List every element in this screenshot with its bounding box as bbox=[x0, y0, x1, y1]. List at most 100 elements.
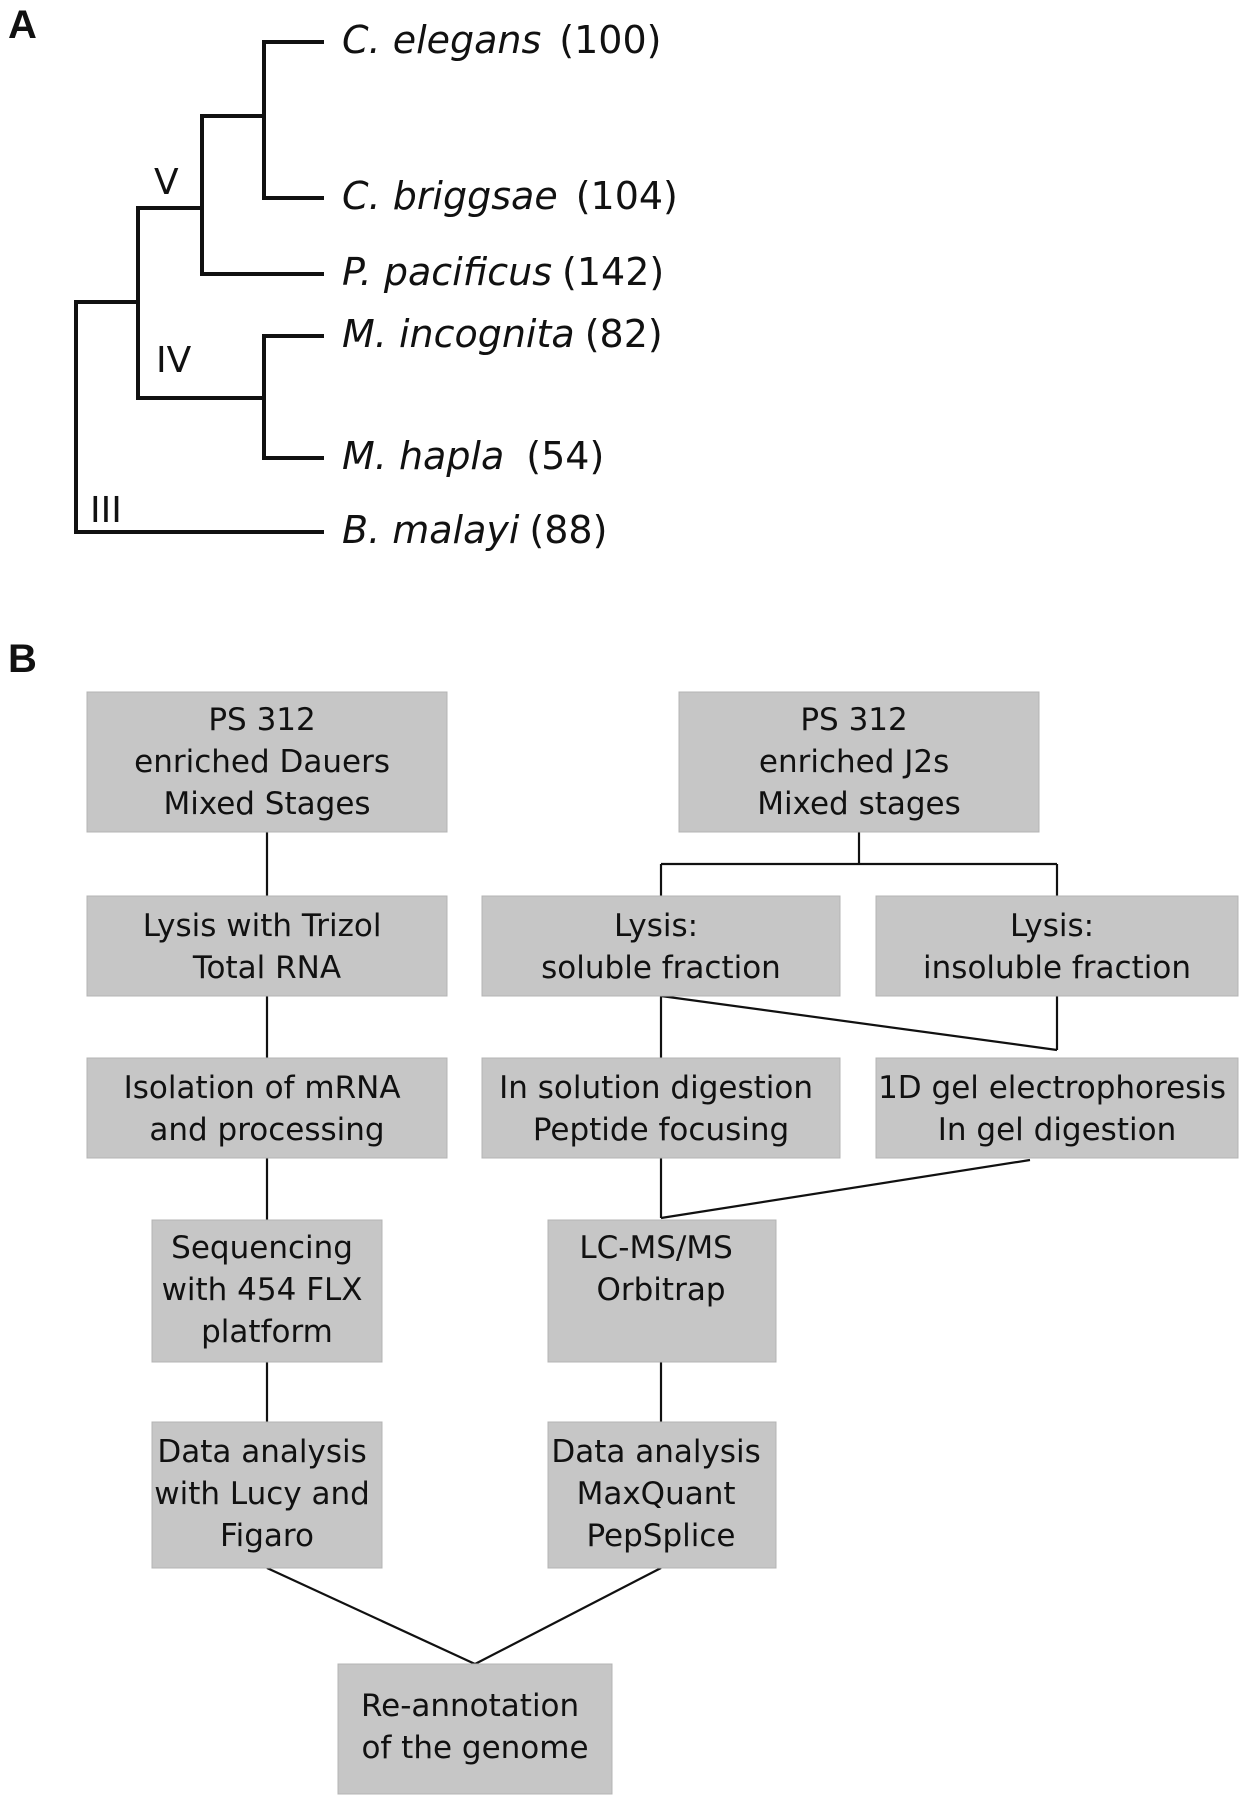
box-line: Peptide focusing bbox=[533, 1112, 789, 1148]
box-lysis-trizol: Lysis with Trizol Total RNA bbox=[86, 895, 448, 997]
box-rect bbox=[481, 1057, 841, 1159]
box-line: soluble fraction bbox=[541, 950, 781, 986]
box-rect bbox=[875, 1057, 1239, 1159]
box-line: enriched J2s bbox=[759, 744, 949, 780]
box-rect bbox=[337, 1663, 613, 1795]
box-text: PS 312 enriched Dauers Mixed Stages bbox=[134, 702, 400, 822]
box-line: Total RNA bbox=[192, 950, 341, 986]
box-ps312-dauers: PS 312 enriched Dauers Mixed Stages bbox=[86, 691, 448, 833]
box-line: Orbitrap bbox=[596, 1272, 725, 1308]
taxon-label: M. hapla (54) bbox=[342, 434, 604, 478]
clade-label: III bbox=[90, 490, 122, 531]
box-lysis-soluble: Lysis: soluble fraction bbox=[481, 895, 841, 997]
box-line: PS 312 bbox=[208, 702, 315, 738]
box-line: with Lucy and bbox=[154, 1476, 370, 1512]
box-text: LC-MS/MS Orbitrap bbox=[579, 1230, 742, 1308]
box-line: platform bbox=[201, 1314, 333, 1350]
box-line: Figaro bbox=[220, 1518, 314, 1554]
taxon-name: C. briggsae bbox=[342, 174, 558, 218]
phylogenetic-tree bbox=[74, 40, 324, 534]
taxon-name: B. malayi bbox=[342, 508, 520, 552]
box-data-analysis-maxquant: Data analysis MaxQuant PepSplice bbox=[547, 1421, 777, 1569]
box-rect bbox=[86, 691, 448, 833]
box-rect bbox=[678, 691, 1040, 833]
box-line: In gel digestion bbox=[938, 1112, 1176, 1148]
box-text: 1D gel electrophoresis In gel digestion bbox=[878, 1070, 1236, 1148]
box-line: and processing bbox=[149, 1112, 384, 1148]
box-rect bbox=[86, 895, 448, 997]
box-lysis-insoluble: Lysis: insoluble fraction bbox=[875, 895, 1239, 997]
box-text: Data analysis MaxQuant PepSplice bbox=[551, 1434, 770, 1554]
box-rect bbox=[875, 895, 1239, 997]
box-rect bbox=[481, 895, 841, 997]
box-text: Data analysis with Lucy and Figaro bbox=[154, 1434, 379, 1554]
box-line: Mixed Stages bbox=[163, 786, 370, 822]
taxon-count: (100) bbox=[559, 18, 661, 62]
taxon-name: C. elegans bbox=[342, 18, 541, 62]
box-line: with 454 FLX bbox=[162, 1272, 363, 1308]
connector-line bbox=[660, 1158, 1031, 1220]
box-text: PS 312 enriched J2s Mixed stages bbox=[757, 702, 961, 822]
box-line: LC-MS/MS bbox=[579, 1230, 732, 1266]
box-ps312-j2s: PS 312 enriched J2s Mixed stages bbox=[678, 691, 1040, 833]
box-text: Lysis with Trizol Total RNA bbox=[143, 908, 392, 986]
box-line: of the genome bbox=[361, 1730, 588, 1766]
connector-line bbox=[474, 1567, 662, 1665]
taxon-label: B. malayi(88) bbox=[342, 508, 607, 552]
box-rect bbox=[151, 1421, 383, 1569]
box-line: MaxQuant bbox=[577, 1476, 736, 1512]
box-line: Re-annotation bbox=[361, 1688, 579, 1724]
taxon-name: P. pacificus bbox=[342, 250, 552, 294]
taxon-name: M. hapla bbox=[342, 434, 504, 478]
box-line: enriched Dauers bbox=[134, 744, 390, 780]
box-lcms: LC-MS/MS Orbitrap bbox=[547, 1219, 777, 1363]
panel-a-label: A bbox=[8, 3, 37, 47]
box-line: Lysis: bbox=[614, 908, 698, 944]
box-text: Isolation of mRNA and processing bbox=[124, 1070, 411, 1148]
taxon-label: C. elegans (100) bbox=[342, 18, 661, 62]
box-line: PS 312 bbox=[800, 702, 907, 738]
box-isolation-mrna: Isolation of mRNA and processing bbox=[86, 1057, 448, 1159]
box-text: In solution digestion Peptide focusing bbox=[499, 1070, 823, 1148]
box-rect bbox=[547, 1219, 777, 1363]
box-reannotation: Re-annotation of the genome bbox=[337, 1663, 613, 1795]
box-line: In solution digestion bbox=[499, 1070, 813, 1106]
box-text: Lysis: soluble fraction bbox=[541, 908, 781, 986]
taxon-count: (82) bbox=[585, 312, 663, 356]
taxon-count: (142) bbox=[562, 250, 664, 294]
clade-label: V bbox=[154, 162, 179, 203]
flow-connectors bbox=[265, 832, 1059, 1665]
box-line: Data analysis bbox=[551, 1434, 760, 1470]
panel-b-label: B bbox=[8, 637, 37, 681]
taxon-label: P. pacificus(142) bbox=[342, 250, 664, 294]
taxon-name: M. incognita bbox=[342, 312, 575, 356]
box-line: Lysis with Trizol bbox=[143, 908, 382, 944]
taxon-count: (88) bbox=[529, 508, 607, 552]
taxon-label: C. briggsae (104) bbox=[342, 174, 678, 218]
box-text: Lysis: insoluble fraction bbox=[923, 908, 1191, 986]
box-rect bbox=[86, 1057, 448, 1159]
box-line: PepSplice bbox=[586, 1518, 735, 1554]
box-rect bbox=[151, 1219, 383, 1363]
clade-label: IV bbox=[156, 340, 192, 381]
box-line: 1D gel electrophoresis bbox=[878, 1070, 1226, 1106]
box-line: Lysis: bbox=[1010, 908, 1094, 944]
taxon-count: (54) bbox=[526, 434, 604, 478]
box-text: Re-annotation of the genome bbox=[361, 1688, 589, 1766]
connector-line bbox=[660, 994, 1058, 1052]
box-line: Sequencing bbox=[171, 1230, 353, 1266]
box-line: Data analysis bbox=[157, 1434, 366, 1470]
box-rect bbox=[547, 1421, 777, 1569]
box-line: insoluble fraction bbox=[923, 950, 1191, 986]
box-gel-electrophoresis: 1D gel electrophoresis In gel digestion bbox=[875, 1057, 1239, 1159]
box-line: Mixed stages bbox=[757, 786, 961, 822]
box-data-analysis-lucy: Data analysis with Lucy and Figaro bbox=[151, 1421, 383, 1569]
taxon-label: M. incognita(82) bbox=[342, 312, 663, 356]
box-text: Sequencing with 454 FLX platform bbox=[162, 1230, 373, 1350]
box-line: Isolation of mRNA bbox=[124, 1070, 401, 1106]
taxon-count: (104) bbox=[576, 174, 678, 218]
connector-line bbox=[266, 1567, 476, 1665]
box-in-solution-digestion: In solution digestion Peptide focusing bbox=[481, 1057, 841, 1159]
box-sequencing: Sequencing with 454 FLX platform bbox=[151, 1219, 383, 1363]
